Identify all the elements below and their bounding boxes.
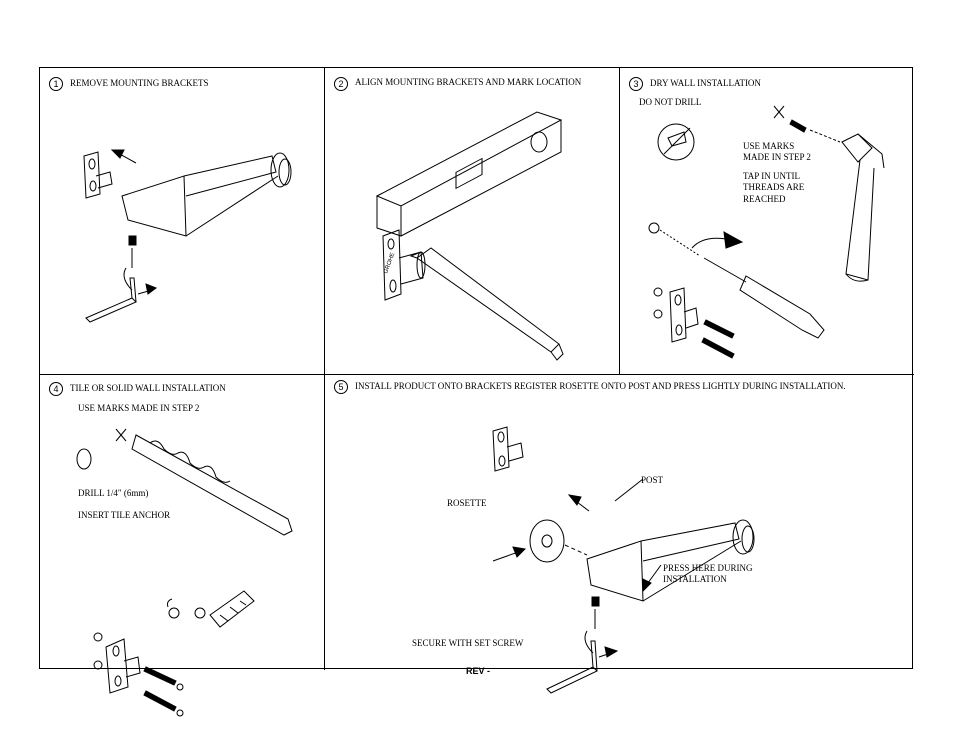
rosette-label: ROSETTE — [447, 498, 487, 508]
step-2-illustration: GROHE — [375, 111, 564, 361]
step-5-number: 5 — [334, 380, 348, 394]
secure-note: SECURE WITH SET SCREW — [412, 638, 524, 648]
step-2-title: ALIGN MOUNTING BRACKETS AND MARK LOCATIO… — [355, 77, 582, 87]
step-1-panel: 1 REMOVE MOUNTING BRACKETS — [40, 68, 325, 375]
step-4-panel: 4 TILE OR SOLID WALL INSTALLATION USE MA… — [40, 375, 325, 717]
press-here-line2: INSTALLATION — [663, 574, 727, 584]
step-5-illustration — [492, 426, 755, 694]
tap-note-line1: TAP IN UNTIL — [743, 171, 800, 181]
post-label: POST — [641, 475, 664, 485]
press-here-line1: PRESS HERE DURING — [663, 563, 753, 573]
step-3-title: DRY WALL INSTALLATION — [650, 78, 761, 88]
step-4-title: TILE OR SOLID WALL INSTALLATION — [70, 383, 226, 393]
step-3-number: 3 — [629, 77, 643, 91]
instruction-sheet: 1 REMOVE MOUNTING BRACKETS — [39, 67, 914, 717]
step-5-title: INSTALL PRODUCT ONTO BRACKETS REGISTER R… — [355, 381, 846, 391]
step-2-panel: 2 ALIGN MOUNTING BRACKETS AND MARK LOCAT… — [325, 68, 620, 375]
step-3-panel: 3 DRY WALL INSTALLATION DO NOT DRILL USE… — [620, 68, 914, 375]
svg-text:GROHE: GROHE — [383, 252, 396, 275]
step-4-number: 4 — [49, 382, 63, 396]
step-2-number: 2 — [334, 77, 348, 91]
step-4-illustration — [76, 428, 293, 717]
tap-note-line3: REACHED — [743, 194, 786, 204]
tap-note-line2: THREADS ARE — [743, 182, 805, 192]
use-marks-note-line1: USE MARKS — [743, 141, 795, 151]
step-1-title: REMOVE MOUNTING BRACKETS — [70, 78, 209, 88]
use-marks-note: USE MARKS MADE IN STEP 2 — [78, 403, 200, 413]
step-3-illustration — [648, 105, 885, 359]
anchor-note: INSERT TILE ANCHOR — [78, 510, 171, 520]
drill-note: DRILL 1/4" (6mm) — [78, 488, 149, 498]
step-1-illustration — [83, 149, 292, 323]
step-1-number: 1 — [49, 77, 63, 91]
step-5-panel: 5 INSTALL PRODUCT ONTO BRACKETS REGISTER… — [325, 375, 914, 694]
revision-label: REV - — [466, 666, 491, 676]
use-marks-note-line2: MADE IN STEP 2 — [743, 152, 811, 162]
do-not-drill-note: DO NOT DRILL — [639, 97, 702, 107]
